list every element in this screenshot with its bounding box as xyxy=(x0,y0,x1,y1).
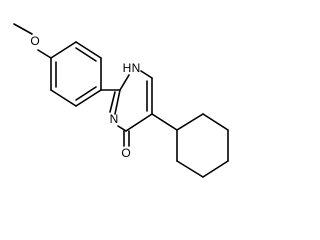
bond-n3-c2-double xyxy=(109,91,116,113)
bond-c2-n1 xyxy=(119,74,130,91)
bond-ar-2 xyxy=(50,89,77,107)
bond-n1-c6 xyxy=(140,70,153,79)
atom-label-n1: N xyxy=(132,61,141,75)
bond-ar-double-2 xyxy=(75,86,97,101)
bond-ch3-o xyxy=(13,23,33,35)
bond-ar-3 xyxy=(75,89,102,107)
bond-cy-4 xyxy=(202,160,229,178)
bond-ar-5 xyxy=(75,41,102,59)
atom-label-nh-h: H xyxy=(123,61,132,75)
bond-ar-double-3 xyxy=(75,47,97,62)
bond-ar-6 xyxy=(50,41,77,59)
bond-o-aryl xyxy=(37,49,52,59)
benzene-ring xyxy=(50,41,102,107)
bond-cy-1 xyxy=(176,113,204,131)
pyrimidinone-ring xyxy=(109,70,153,147)
bond-c5-cy xyxy=(151,113,178,131)
bond-c5-c4 xyxy=(125,113,153,132)
chemical-structure: O H N N O xyxy=(13,23,229,178)
atom-label-o-methoxy: O xyxy=(30,34,39,48)
atom-label-n3: N xyxy=(110,112,119,126)
bond-cy-2 xyxy=(202,113,229,131)
bond-n3-c2 xyxy=(114,89,121,115)
bond-c4-n3 xyxy=(117,125,127,132)
atom-label-o-carbonyl: O xyxy=(121,146,130,160)
cyclohexane-ring xyxy=(176,113,229,178)
bond-cy-5 xyxy=(176,160,204,178)
